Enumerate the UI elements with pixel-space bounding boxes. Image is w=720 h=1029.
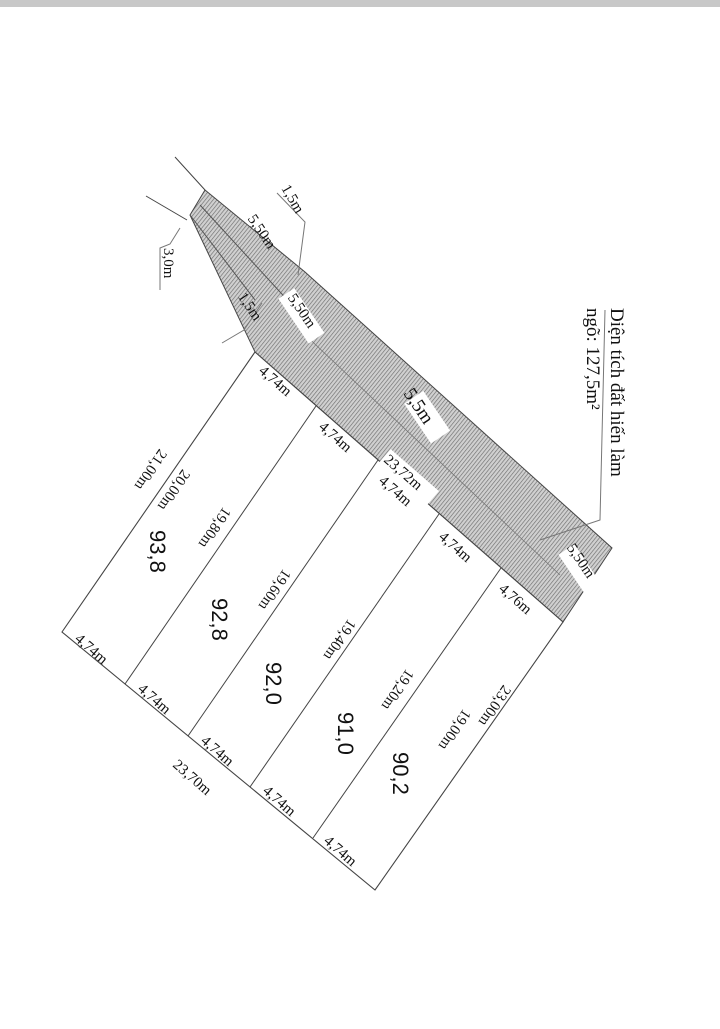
setback-upper: 1,5m [278, 182, 307, 217]
lot-divider [187, 459, 379, 737]
lot-divider [249, 513, 440, 788]
plot-drawing: 93,8 92,8 92,0 91,0 90,2 21,00m 20,00m 1… [0, 7, 720, 1024]
lane-inner-line [189, 214, 256, 301]
donated-area-note-line1: Diện tích đất hiến làm [606, 308, 627, 477]
setback-upper-leader [276, 192, 306, 276]
survey-svg: 93,8 92,8 92,0 91,0 90,2 21,00m 20,00m 1… [61, 156, 627, 891]
extension-line [145, 195, 188, 221]
access-width-leader [159, 227, 181, 290]
lot-5-area: 90,2 [388, 752, 413, 795]
setback-lower-leader [221, 302, 263, 344]
lot-divider [124, 405, 317, 685]
donated-area-note-line2: ngõ: 127,5m² [582, 308, 603, 410]
top-edge-bar [0, 0, 720, 7]
road-centerline [299, 329, 561, 576]
access-width: 3,0m [160, 248, 176, 279]
road-main-width-label [404, 390, 451, 444]
outer-back-total: 23,70m [169, 757, 214, 799]
lot-2-area: 92,8 [207, 598, 232, 641]
road-end-width-label [558, 544, 605, 600]
note-leader [539, 309, 606, 541]
lot-4-area: 91,0 [333, 712, 358, 755]
lots-outer-boundary [61, 351, 564, 891]
lane-inner-line [199, 204, 293, 306]
lot-3-area: 92,0 [261, 662, 286, 705]
lot-1-area: 93,8 [145, 530, 170, 573]
lot-divider [312, 567, 502, 839]
extension-line [174, 156, 206, 191]
